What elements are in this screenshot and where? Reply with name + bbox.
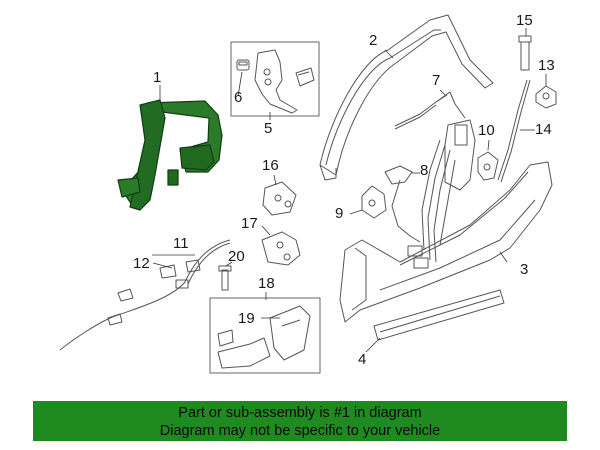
part-19-check-strap[interactable] [217, 305, 311, 369]
callout-2[interactable]: 2 [369, 32, 378, 49]
callout-10[interactable]: 10 [478, 122, 495, 139]
part-13-grommet[interactable] [535, 85, 557, 109]
callout-6[interactable]: 6 [234, 89, 243, 106]
part-18-group-box [209, 297, 321, 374]
part-8-lock-rod[interactable] [384, 165, 421, 243]
callout-9[interactable]: 9 [335, 205, 344, 222]
callout-13[interactable]: 13 [538, 57, 555, 74]
callout-18[interactable]: 18 [258, 275, 275, 292]
callout-7[interactable]: 7 [432, 72, 441, 89]
part-16-upper-hinge[interactable] [262, 181, 297, 216]
part-6-clip[interactable] [236, 59, 250, 71]
disclaimer-banner: Part or sub-assembly is #1 in diagram Di… [33, 401, 567, 441]
part-15-bolt[interactable] [518, 35, 532, 71]
callout-11[interactable]: 11 [173, 235, 189, 252]
callout-4[interactable]: 4 [358, 351, 367, 368]
callout-16[interactable]: 16 [262, 157, 279, 174]
callout-3[interactable]: 3 [520, 261, 529, 278]
part-14-rod[interactable] [497, 79, 531, 183]
callout-17[interactable]: 17 [241, 215, 258, 232]
part-17-lower-hinge[interactable] [261, 231, 301, 266]
callout-8[interactable]: 8 [420, 162, 429, 179]
part-2-window-frame[interactable] [319, 14, 494, 181]
part-12-cable-clip[interactable] [159, 259, 201, 279]
part-10-striker[interactable] [477, 151, 499, 181]
callout-12[interactable]: 12 [133, 255, 150, 272]
parts-diagram [59, 14, 557, 374]
callout-20[interactable]: 20 [228, 248, 245, 265]
part-5-group-box [230, 41, 320, 117]
banner-line-1: Part or sub-assembly is #1 in diagram [178, 405, 422, 421]
callout-15[interactable]: 15 [516, 12, 533, 29]
part-3-rocker-panel[interactable] [339, 161, 553, 323]
part-7-latch-cables[interactable] [394, 91, 476, 269]
part-5-hinge-bracket[interactable] [254, 49, 315, 114]
callout-14[interactable]: 14 [535, 121, 552, 138]
banner-line-2: Diagram may not be specific to your vehi… [159, 423, 441, 439]
part-20-bolt[interactable] [218, 265, 232, 291]
part-11-release-cable[interactable] [59, 239, 231, 351]
callout-19[interactable]: 19 [238, 310, 255, 327]
part-9-actuator[interactable] [361, 185, 387, 219]
part-4-sill-strip[interactable] [373, 289, 505, 341]
callout-5[interactable]: 5 [264, 120, 273, 137]
callout-1[interactable]: 1 [153, 69, 162, 86]
part-1-regulator-highlighted[interactable] [117, 99, 223, 211]
